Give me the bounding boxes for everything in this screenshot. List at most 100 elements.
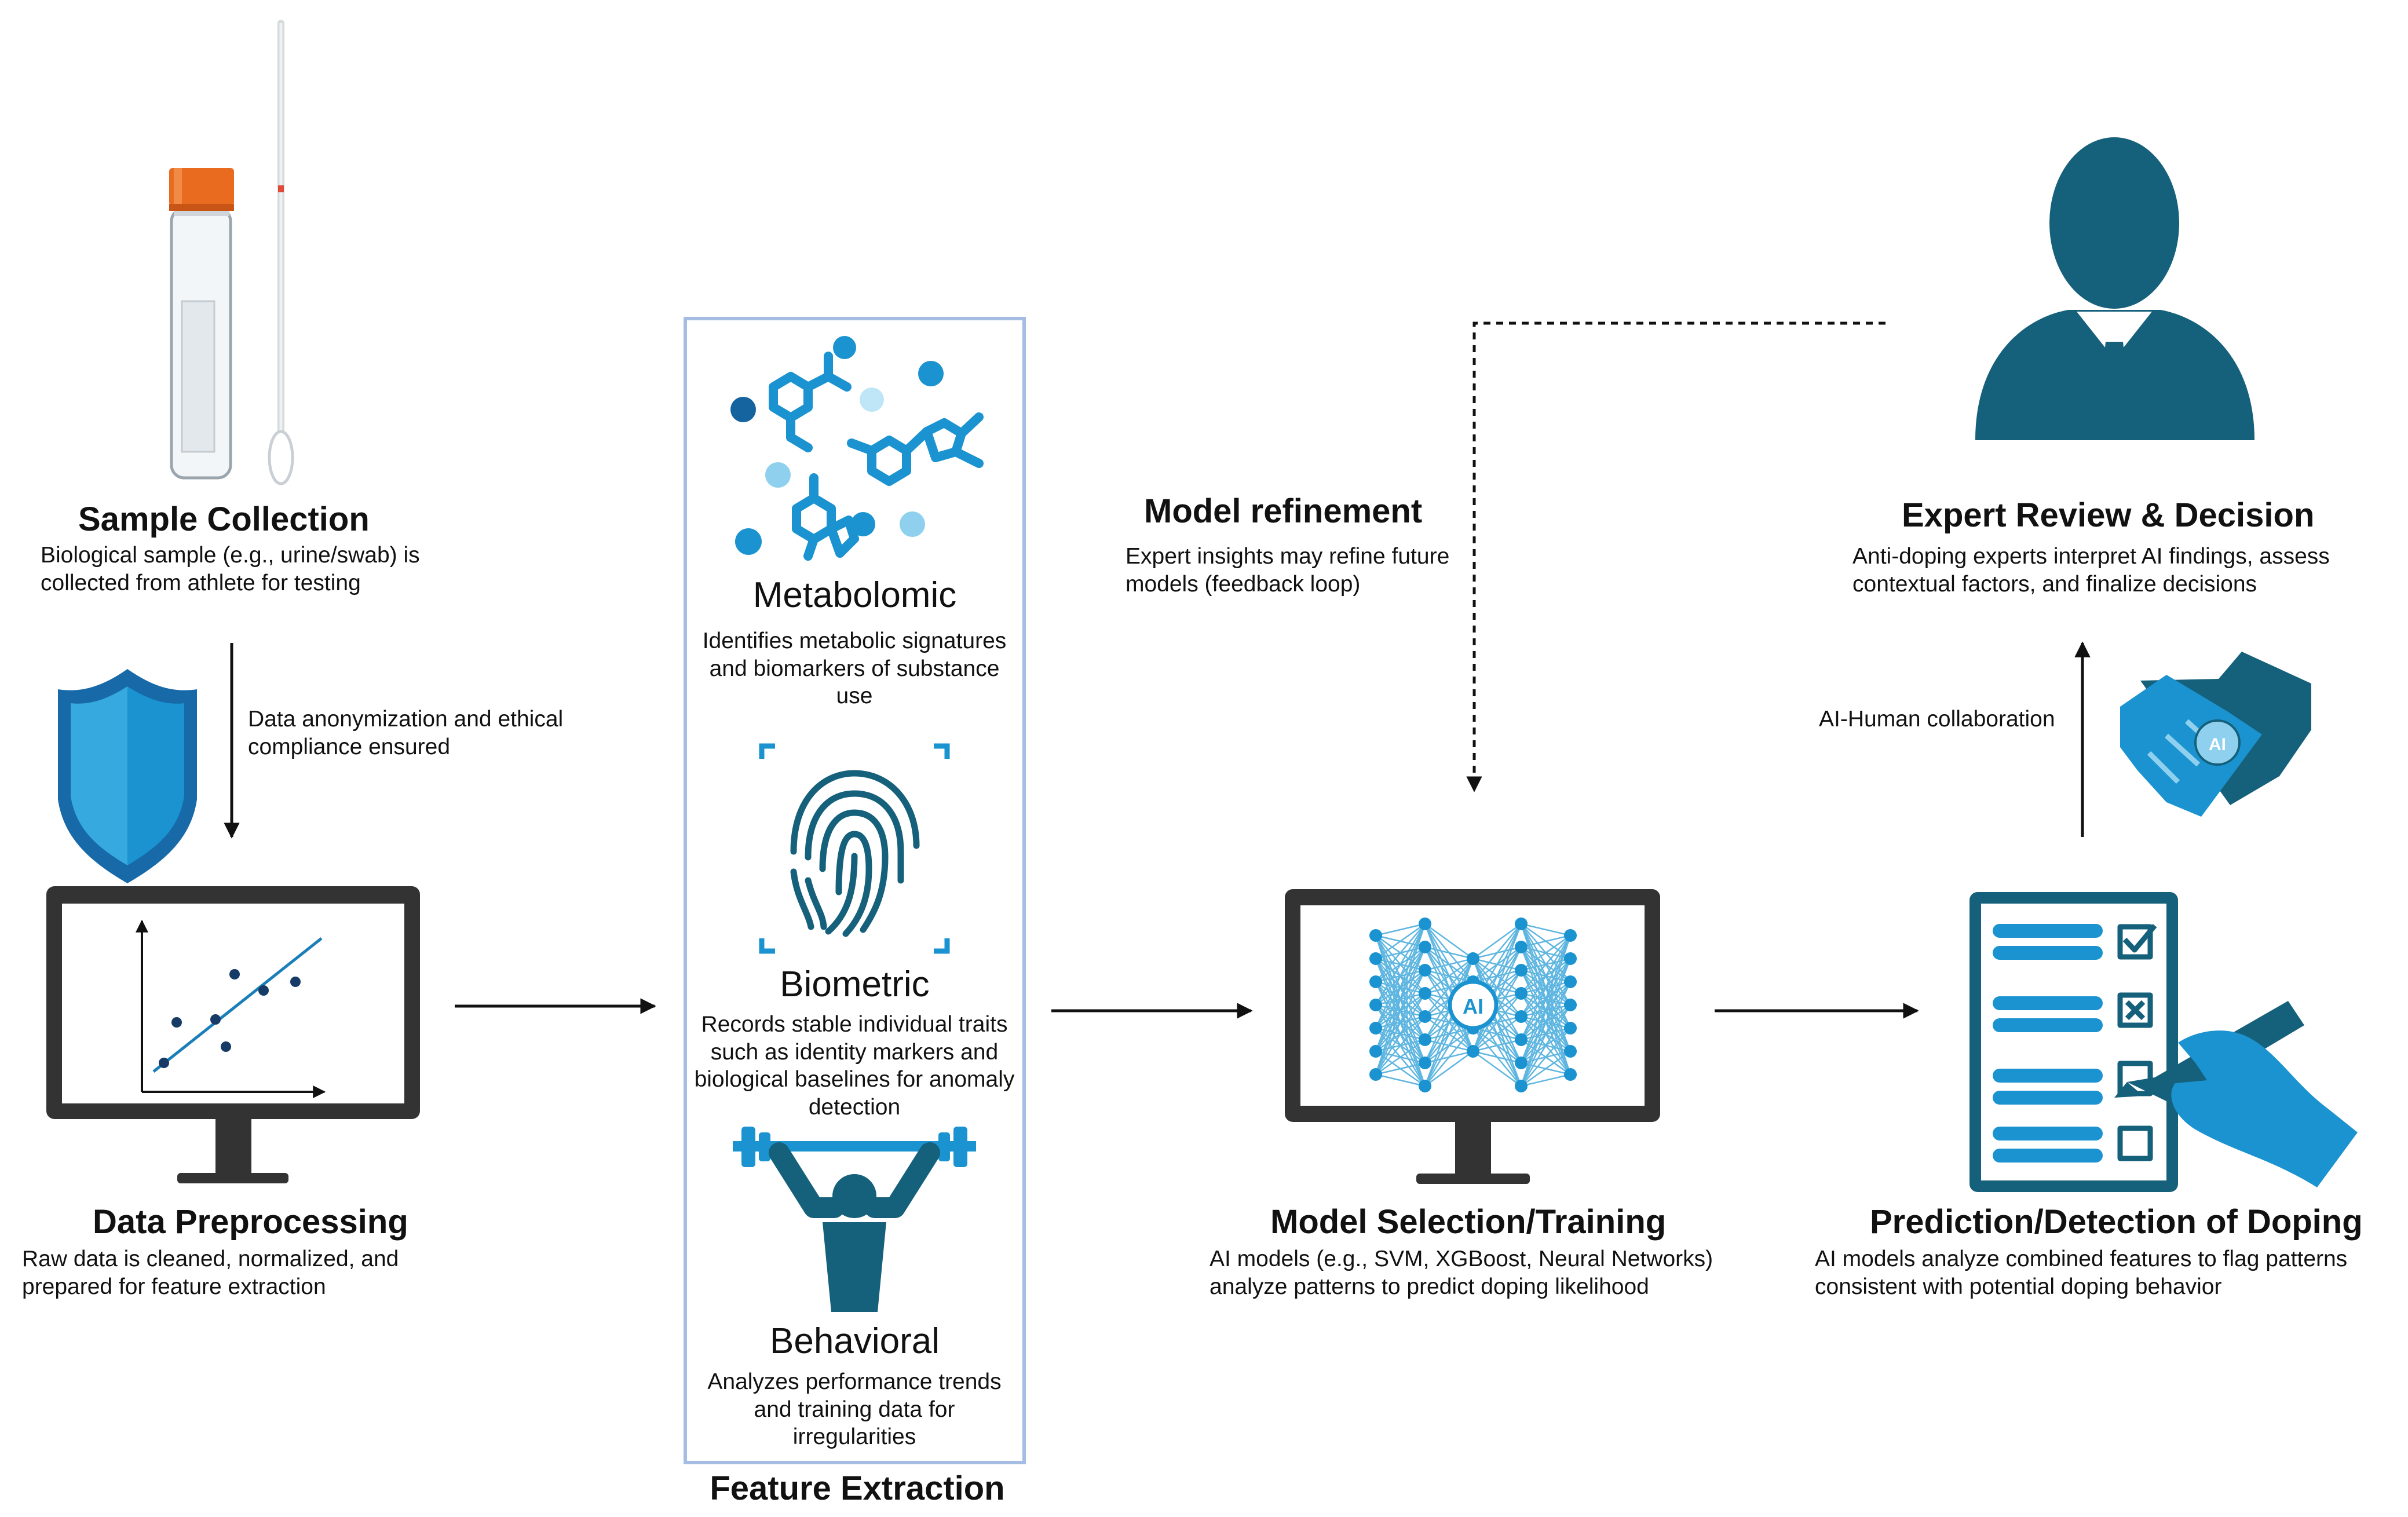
nn-edge — [1521, 934, 1571, 948]
nn-edge — [1472, 923, 1522, 960]
nn-node — [1369, 929, 1382, 942]
neural-network-monitor-icon — [1285, 889, 1660, 1184]
nn-edge — [1424, 1050, 1474, 1087]
prediction-title: Prediction/Detection of Doping — [1870, 1203, 2363, 1241]
nn-edge — [1472, 923, 1522, 982]
nn-edge — [1520, 958, 1572, 1087]
nn-edge — [1520, 935, 1572, 1017]
nn-edge — [1520, 981, 1572, 1087]
nn-edge — [1375, 923, 1426, 937]
nn-node — [1419, 1057, 1431, 1069]
nn-node — [1419, 1080, 1431, 1092]
nn-edge — [1472, 1015, 1522, 1052]
expert-review-desc: Anti-doping experts interpret AI finding… — [1852, 544, 2330, 597]
nn-node — [1369, 1022, 1382, 1035]
nn-node — [1419, 1033, 1431, 1046]
nn-edge — [1472, 923, 1522, 1052]
nn-node — [1419, 964, 1431, 977]
nn-edge — [1521, 935, 1571, 994]
nn-edge — [1521, 1073, 1571, 1087]
nn-edge — [1472, 1050, 1522, 1087]
nn-edge — [1424, 1028, 1474, 1087]
nn-node — [1515, 1010, 1528, 1023]
nn-node — [1515, 987, 1528, 1000]
nn-edge — [1375, 923, 1426, 1075]
nn-node — [1369, 999, 1382, 1011]
nn-edge — [1424, 958, 1474, 1087]
behavioral-desc: Analyzes performance trends and training… — [707, 1369, 1002, 1450]
metabolomic-title: Metabolomic — [752, 575, 957, 615]
nn-edge — [1375, 923, 1426, 982]
swab-icon — [268, 20, 294, 485]
anonymization-text: Data anonymization and ethical complianc… — [248, 707, 564, 759]
data-preprocessing-desc: Raw data is cleaned, normalized, and pre… — [22, 1247, 399, 1299]
nn-edge — [1472, 1050, 1522, 1064]
shield-icon — [58, 669, 197, 883]
feedback-loop-arrow — [1466, 321, 1886, 792]
nn-node — [1369, 1045, 1382, 1058]
nn-edge — [1424, 957, 1474, 971]
nn-node — [1515, 1080, 1528, 1092]
nn-node — [1564, 975, 1577, 988]
model-refinement-title: Model refinement — [1144, 492, 1423, 530]
nn-node — [1467, 1045, 1479, 1058]
molecules-icon — [769, 352, 984, 561]
nn-edge — [1375, 1016, 1426, 1075]
sample-collection-title: Sample Collection — [78, 500, 370, 538]
metabolomic-desc: Identifies metabolic signatures and biom… — [702, 628, 1007, 709]
nn-node — [1467, 952, 1479, 965]
nn-edge — [1520, 935, 1572, 1063]
person-icon — [1975, 137, 2254, 440]
nn-edge — [1375, 1039, 1426, 1076]
nn-node — [1515, 917, 1528, 930]
nn-edge — [1375, 923, 1426, 1052]
nn-edge — [1520, 935, 1572, 1040]
nn-edge — [1472, 1039, 1522, 1052]
nn-node — [1369, 1068, 1382, 1081]
nn-edge — [1375, 1073, 1426, 1087]
biometric-desc: Records stable individual traits such as… — [694, 1012, 1015, 1120]
sample-collection-desc: Biological sample (e.g., urine/swab) is … — [41, 543, 420, 595]
data-preprocessing-title: Data Preprocessing — [93, 1203, 408, 1241]
nn-node — [1419, 987, 1431, 1000]
nn-edge — [1521, 1028, 1571, 1087]
nn-edge — [1375, 923, 1426, 960]
nn-node — [1564, 952, 1577, 965]
checklist-icon — [1969, 892, 2178, 1192]
nn-edge — [1424, 946, 1474, 960]
nn-node — [1515, 1057, 1528, 1069]
nn-node — [1369, 952, 1382, 965]
nn-edge — [1424, 958, 1474, 1017]
nn-node — [1564, 929, 1577, 942]
weightlifter-icon — [733, 1127, 976, 1312]
nn-node — [1419, 917, 1431, 930]
scatter-monitor-icon — [46, 886, 420, 1183]
nn-edge — [1375, 923, 1426, 1029]
nn-edge — [1521, 934, 1571, 971]
nn-edge — [1520, 935, 1572, 1087]
nn-edge — [1521, 1050, 1571, 1087]
expert-review-title: Expert Review & Decision — [1902, 496, 2315, 534]
ai-handshake-label: AI — [2209, 735, 2226, 754]
nn-edge — [1375, 993, 1426, 1075]
model-refinement-desc: Expert insights may refine future models… — [1126, 544, 1450, 597]
nn-edge — [1375, 946, 1426, 1075]
nn-node — [1419, 1010, 1431, 1023]
feature-extraction-label: Feature Extraction — [710, 1470, 1005, 1507]
ai-human-collaboration-text: AI-Human collaboration — [1819, 707, 2055, 732]
nn-node — [1419, 941, 1431, 953]
biometric-title: Biometric — [780, 964, 930, 1004]
nn-node — [1564, 999, 1577, 1011]
test-tube-icon — [169, 168, 234, 480]
behavioral-title: Behavioral — [770, 1321, 940, 1361]
nn-node — [1515, 941, 1528, 953]
feature-extraction-box — [684, 317, 1026, 1464]
nn-edge — [1375, 1062, 1426, 1076]
nn-edge — [1472, 993, 1522, 1052]
handshake-icon — [2120, 652, 2311, 817]
nn-node — [1564, 1068, 1577, 1081]
nn-edge — [1375, 923, 1426, 1006]
nn-node — [1515, 1033, 1528, 1046]
nn-node — [1515, 964, 1528, 977]
